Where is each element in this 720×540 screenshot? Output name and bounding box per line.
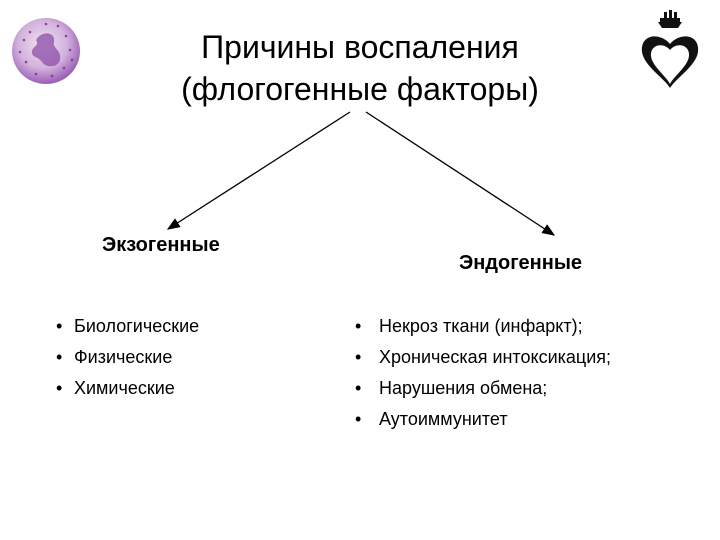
list-item: •Биологические bbox=[56, 311, 199, 342]
endogenous-list: •Некроз ткани (инфаркт); •Хроническая ин… bbox=[355, 311, 611, 435]
bullet-icon: • bbox=[56, 378, 63, 398]
list-item: •Некроз ткани (инфаркт); bbox=[355, 311, 611, 342]
bullet-icon: • bbox=[56, 316, 63, 336]
slide-title: Причины воспаления (флогогенные факторы) bbox=[140, 26, 580, 110]
list-item: •Нарушения обмена; bbox=[355, 373, 611, 404]
exogenous-list: •Биологические •Физические •Химические bbox=[56, 311, 199, 404]
heart-ship-logo-icon bbox=[641, 10, 699, 88]
bullet-icon: • bbox=[56, 347, 63, 367]
bullet-icon: • bbox=[355, 378, 362, 398]
list-item: •Аутоиммунитет bbox=[355, 404, 611, 435]
bullet-icon: • bbox=[355, 347, 362, 367]
list-item: •Химические bbox=[56, 373, 199, 404]
exogenous-heading: Экзогенные bbox=[102, 234, 220, 256]
list-item: •Хроническая интоксикация; bbox=[355, 342, 611, 373]
endogenous-heading: Эндогенные bbox=[459, 252, 583, 274]
list-item: •Физические bbox=[56, 342, 199, 373]
title-line-2: (флогогенные факторы) bbox=[181, 71, 539, 107]
bullet-icon: • bbox=[355, 409, 362, 429]
arrow-left bbox=[166, 111, 351, 230]
eosinophil-cell-icon bbox=[12, 18, 80, 84]
title-line-1: Причины воспаления bbox=[201, 29, 519, 65]
bullet-icon: • bbox=[355, 316, 362, 336]
arrow-right bbox=[365, 111, 556, 236]
